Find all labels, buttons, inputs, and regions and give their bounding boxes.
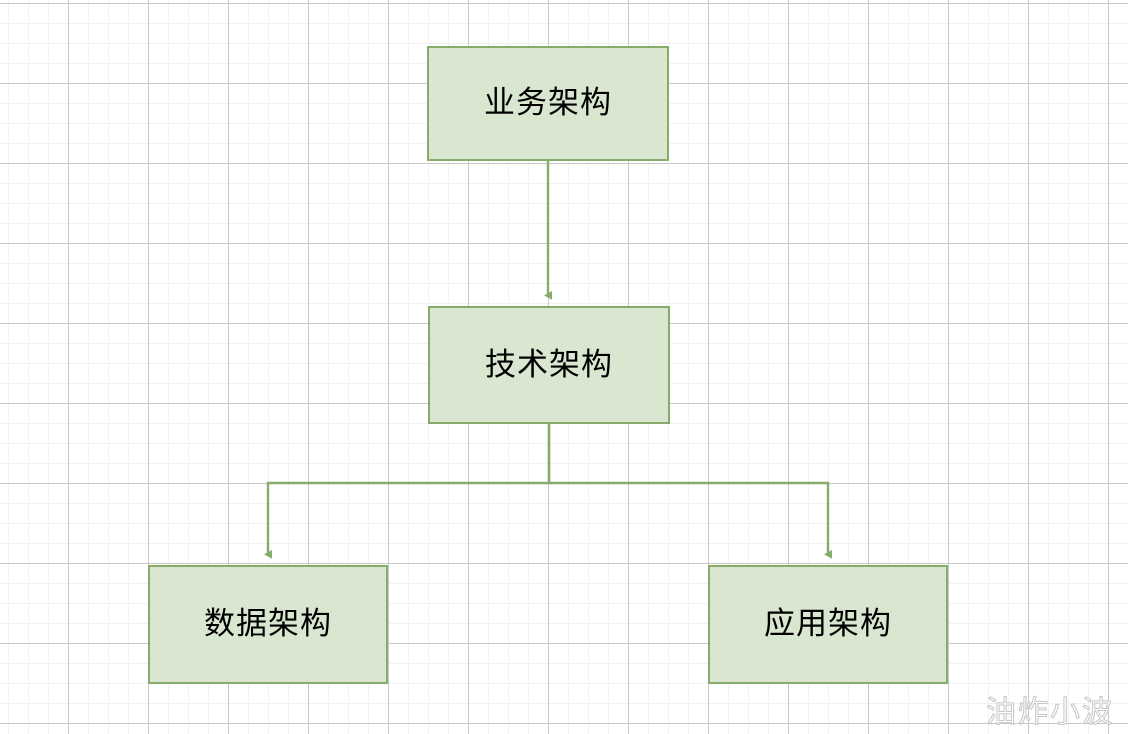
edge-technical-to-data	[264, 424, 551, 559]
watermark-text: 油炸小波	[986, 695, 1114, 730]
node-application-architecture[interactable]: 应用架构	[708, 565, 948, 684]
node-label: 数据架构	[204, 606, 332, 642]
node-technical-architecture[interactable]: 技术架构	[428, 306, 670, 424]
edge-technical-to-application	[547, 424, 832, 559]
node-label: 应用架构	[764, 606, 892, 642]
node-data-architecture[interactable]: 数据架构	[148, 565, 388, 684]
node-label: 技术架构	[485, 346, 613, 383]
node-label: 业务架构	[484, 85, 612, 121]
node-business-architecture[interactable]: 业务架构	[427, 46, 669, 161]
